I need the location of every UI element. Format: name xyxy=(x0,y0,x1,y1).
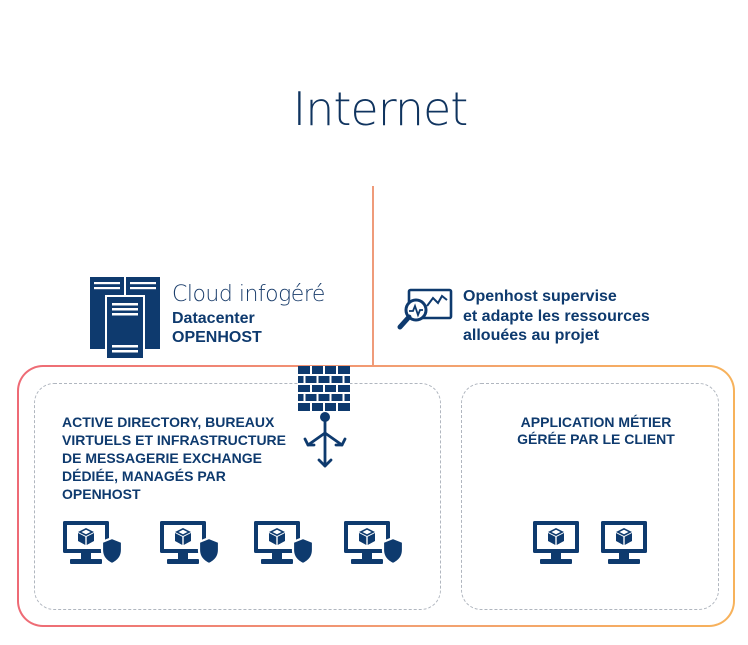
managed-zone-line: OPENHOST xyxy=(62,486,141,502)
desktop-shield-icon xyxy=(62,520,126,568)
network-split-icon xyxy=(302,411,348,469)
desktop-shield-icon xyxy=(253,520,317,568)
desktop-icon xyxy=(600,520,652,566)
managed-zone-line: DÉDIÉE, MANAGÉS PAR xyxy=(62,468,226,484)
server-rack-icon xyxy=(90,276,160,360)
firewall-brick-icon xyxy=(298,366,350,411)
managed-zone-line: ACTIVE DIRECTORY, BUREAUX xyxy=(62,414,275,430)
managed-zone-line: VIRTUELS ET INFRASTRUCTURE xyxy=(62,432,286,448)
cloud-subtitle-line: OPENHOST xyxy=(172,329,262,346)
managed-zone xyxy=(34,383,441,610)
desktop-shield-icon xyxy=(343,520,407,568)
client-zone-line: APPLICATION MÉTIER xyxy=(520,414,672,430)
supervision-line: allouées au projet xyxy=(463,327,600,344)
client-zone xyxy=(461,383,719,610)
page-title: Internet xyxy=(292,82,469,136)
managed-zone-description: ACTIVE DIRECTORY, BUREAUX VIRTUELS ET IN… xyxy=(62,413,302,503)
supervision-text: Openhost supervise et adapte les ressour… xyxy=(463,287,650,346)
supervision-line: et adapte les ressources xyxy=(463,307,650,325)
datacenter-frame xyxy=(17,365,735,627)
desktop-icon xyxy=(532,520,584,566)
desktop-shield-icon xyxy=(159,520,223,568)
supervision-line: Openhost supervise xyxy=(463,288,617,305)
cloud-title: Cloud infogéré xyxy=(172,282,325,307)
managed-zone-line: DE MESSAGERIE EXCHANGE xyxy=(62,450,262,466)
client-zone-description: APPLICATION MÉTIER GÉRÉE PAR LE CLIENT xyxy=(496,414,696,447)
monitoring-magnifier-icon xyxy=(397,288,453,332)
internet-connector-line xyxy=(372,186,374,366)
cloud-subtitle-line: Datacenter xyxy=(172,310,255,327)
client-zone-line: GÉRÉE PAR LE CLIENT xyxy=(517,430,675,447)
cloud-subtitle: Datacenter OPENHOST xyxy=(172,309,262,347)
